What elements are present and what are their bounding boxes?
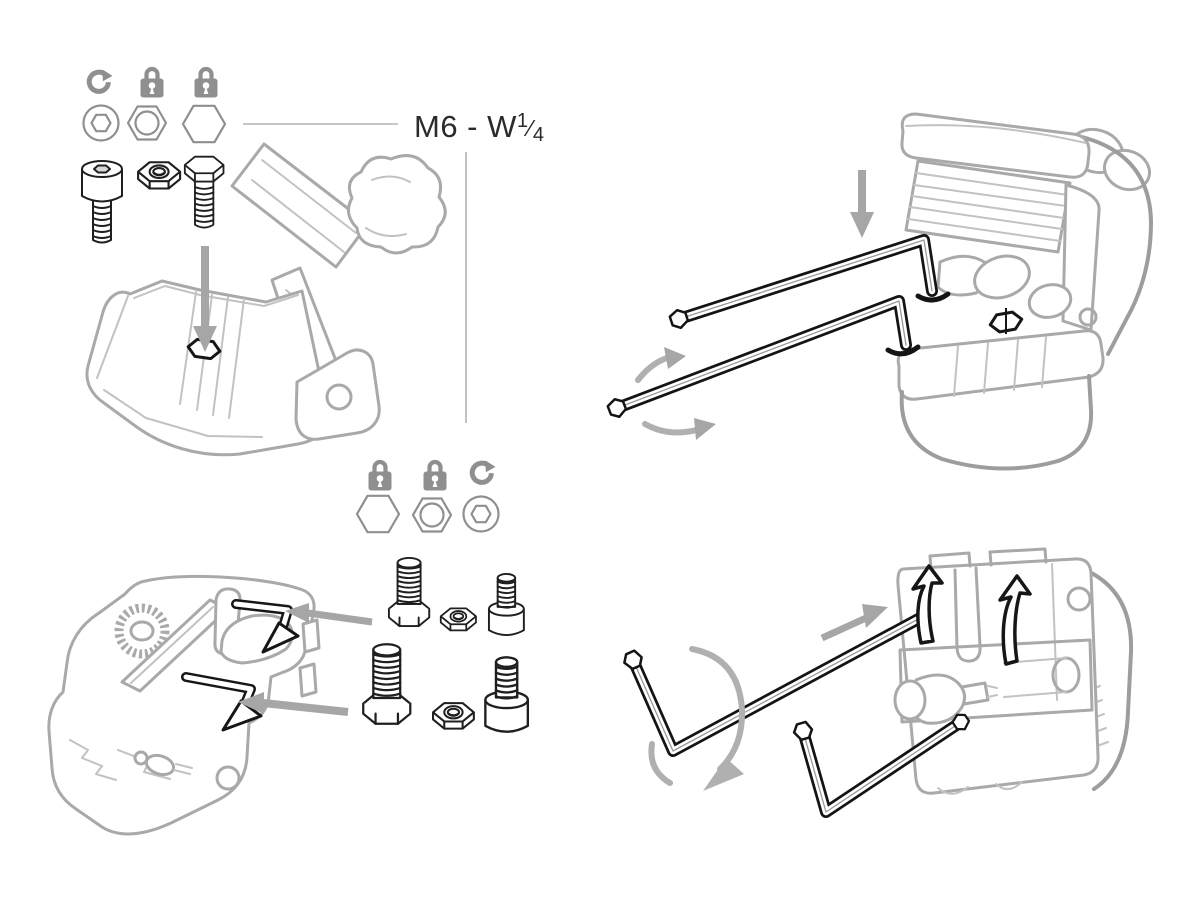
insert-direction-arrow	[820, 604, 888, 642]
hex-key	[606, 295, 921, 419]
slide-direction-arrow	[181, 672, 263, 732]
step-fastener-selection-rear	[47, 461, 530, 836]
socket-head-top-view-icon	[82, 104, 120, 142]
socket-head-cap-screw	[81, 160, 123, 244]
wing-knob	[893, 673, 998, 725]
lock-icon	[195, 69, 218, 98]
hex-nut	[439, 607, 477, 632]
hex-key-tip	[623, 649, 643, 671]
step-tighten-rear-sockets	[623, 547, 1134, 818]
step-fastener-selection-front: M6 - W1⁄4	[81, 69, 544, 457]
top-tabs	[928, 547, 1048, 571]
hex-key-end	[951, 713, 971, 731]
insert-down-arrow	[850, 170, 874, 238]
rotate-direction-arrows	[635, 347, 716, 440]
vertical-slot	[953, 566, 982, 663]
insert-down-arrow	[193, 246, 217, 352]
hex-key	[623, 611, 928, 757]
lock-icon	[141, 69, 164, 98]
upper-jaw-bar	[900, 112, 1091, 179]
slide-up-arrow	[911, 564, 944, 645]
superclamp-open-illustration	[85, 142, 447, 457]
thread-size-prefix: M6 - W	[414, 109, 517, 144]
mounting-hole	[215, 765, 241, 791]
knurled-dial	[114, 603, 170, 659]
lock-icon	[424, 462, 447, 491]
wing-knob	[346, 154, 447, 255]
thread-size-label: M6 - W1⁄4	[414, 109, 544, 146]
hex-key-tip	[792, 720, 814, 742]
socket-head-cap-screw	[487, 572, 525, 637]
socket-head-cap-screw	[484, 656, 530, 733]
hex-nut	[432, 702, 475, 730]
thread-size-slash: ⁄	[524, 115, 536, 141]
lock-icon	[369, 462, 392, 491]
hex-key	[792, 713, 971, 818]
hex-bolt	[362, 643, 412, 725]
hex-bolt	[387, 556, 431, 628]
clamp-front-illustration	[896, 112, 1153, 471]
mounting-hole	[325, 383, 353, 411]
thread-size-denominator: 4	[533, 124, 545, 146]
rotate-cw-icon	[472, 461, 495, 483]
hex-nut-top-view-icon	[411, 497, 453, 533]
pivot-hole	[1078, 307, 1098, 327]
rotate-direction-arrow	[689, 646, 746, 791]
hex-key-tip	[668, 308, 690, 330]
hex-nut	[137, 161, 182, 190]
hex-head-top-view-icon	[181, 104, 227, 144]
insert-direction-arrow	[285, 603, 373, 626]
rotate-cw-icon	[89, 70, 112, 92]
empty-socket-hole	[989, 308, 1024, 334]
lower-jaw-bar	[896, 329, 1105, 401]
slide-up-arrow	[998, 574, 1032, 666]
clamp-closed-illustration	[47, 574, 321, 836]
step-tighten-front-sockets	[606, 112, 1153, 471]
hex-nut-top-view-icon	[126, 105, 168, 141]
hex-bolt	[183, 155, 225, 229]
thread-size-numerator: 1	[517, 110, 529, 132]
hex-key-tip	[606, 397, 628, 419]
hang-hole	[1066, 586, 1092, 612]
base-plate	[294, 348, 381, 441]
insert-direction-arrow	[238, 692, 349, 716]
hex-head-top-view-icon	[355, 494, 401, 534]
hex-key	[668, 234, 951, 330]
socket-head-top-view-icon	[462, 495, 500, 533]
